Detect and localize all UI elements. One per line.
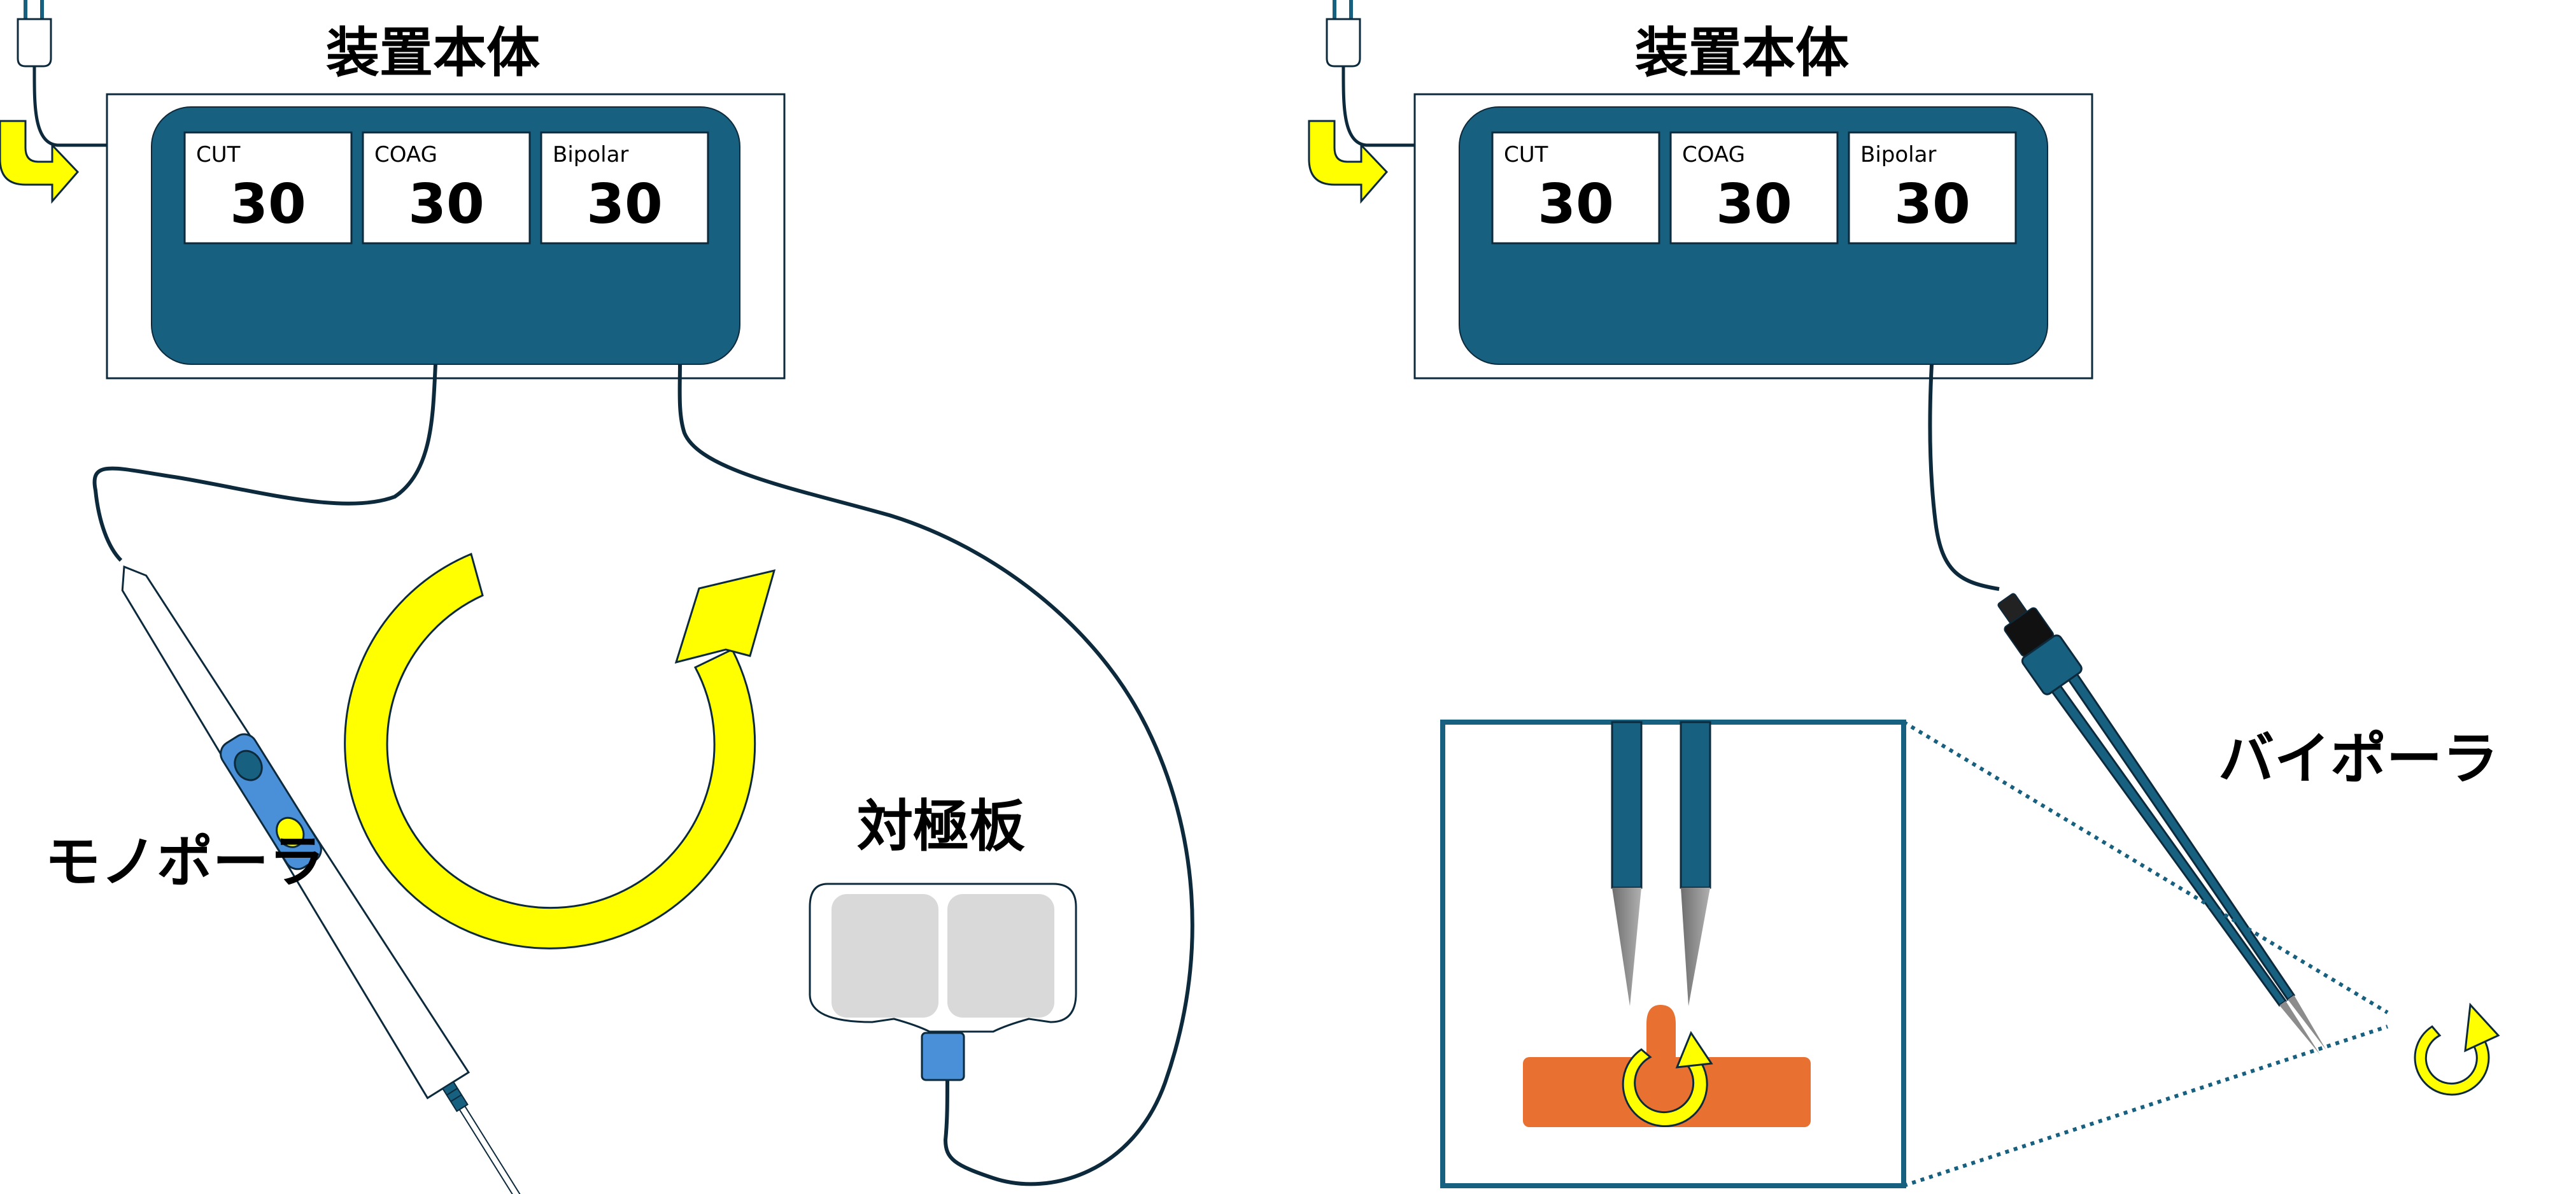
forceps-tip-right bbox=[1681, 888, 1710, 1006]
forceps-tip-left bbox=[1612, 888, 1641, 1006]
monopolar-pen bbox=[121, 565, 530, 1194]
monopolar-label: モノポーラ bbox=[45, 829, 325, 895]
readout-cut: CUT 30 bbox=[1491, 131, 1660, 245]
pad-right-half bbox=[947, 894, 1054, 1018]
bipolar-cable bbox=[1928, 364, 2000, 591]
cut-button bbox=[234, 750, 263, 781]
device-title: 装置本体 bbox=[326, 22, 540, 84]
return-electrode-label: 対極板 bbox=[857, 793, 1025, 859]
readout-value: 30 bbox=[1894, 173, 1971, 236]
readout-label: CUT bbox=[1504, 142, 1548, 167]
forceps-blade-left bbox=[1611, 721, 1643, 889]
readout-value: 30 bbox=[230, 173, 306, 236]
tissue-block bbox=[1523, 1057, 1811, 1127]
readout-bipolar: Bipolar 30 bbox=[1848, 131, 2017, 245]
monopolar-cable bbox=[92, 364, 437, 562]
readout-value: 30 bbox=[1716, 173, 1792, 236]
device-title: 装置本体 bbox=[1635, 22, 1849, 84]
bipolar-label: バイポーラ bbox=[2218, 726, 2498, 792]
pad-connector bbox=[921, 1032, 965, 1081]
zoom-inset bbox=[1440, 720, 1906, 1188]
readout-coag: COAG 30 bbox=[1669, 131, 1839, 245]
readout-label: Bipolar bbox=[1860, 142, 1936, 167]
readout-value: 30 bbox=[408, 173, 485, 236]
monopolar-setup: 装置本体 CUT 30 COAG 30 Bipolar 30 bbox=[0, 0, 1194, 1194]
current-ring bbox=[344, 552, 756, 949]
zoom-line-bottom bbox=[1903, 1025, 2388, 1188]
tissue-protrusion bbox=[1646, 1005, 1676, 1067]
coag-button bbox=[276, 816, 305, 848]
inset-current-arrow-head bbox=[1675, 1030, 1713, 1069]
readout-cut: CUT 30 bbox=[183, 131, 353, 245]
forceps-blade-right bbox=[1680, 721, 1711, 889]
current-arrow-head bbox=[674, 569, 776, 664]
return-electrode-pad bbox=[809, 883, 1077, 1081]
readout-label: COAG bbox=[1682, 142, 1745, 167]
bipolar-forceps bbox=[1997, 593, 2326, 1055]
readout-bipolar: Bipolar 30 bbox=[540, 131, 709, 245]
return-pad-cable bbox=[677, 364, 1194, 1186]
readout-label: COAG bbox=[374, 142, 437, 167]
readout-value: 30 bbox=[1538, 173, 1614, 236]
power-arrow-icon bbox=[1308, 120, 1389, 204]
tip-current-arrow bbox=[2414, 1002, 2500, 1096]
bipolar-setup: 装置本体 CUT 30 COAG 30 Bipolar 30 バ bbox=[1308, 0, 2500, 1188]
readout-label: CUT bbox=[196, 142, 241, 167]
power-plug-icon bbox=[1326, 0, 1415, 147]
pad-left-half bbox=[832, 894, 938, 1018]
power-plug-icon bbox=[17, 0, 107, 147]
power-arrow-icon bbox=[0, 120, 80, 204]
readout-label: Bipolar bbox=[553, 142, 628, 167]
readout-coag: COAG 30 bbox=[362, 131, 531, 245]
readout-value: 30 bbox=[586, 173, 663, 236]
